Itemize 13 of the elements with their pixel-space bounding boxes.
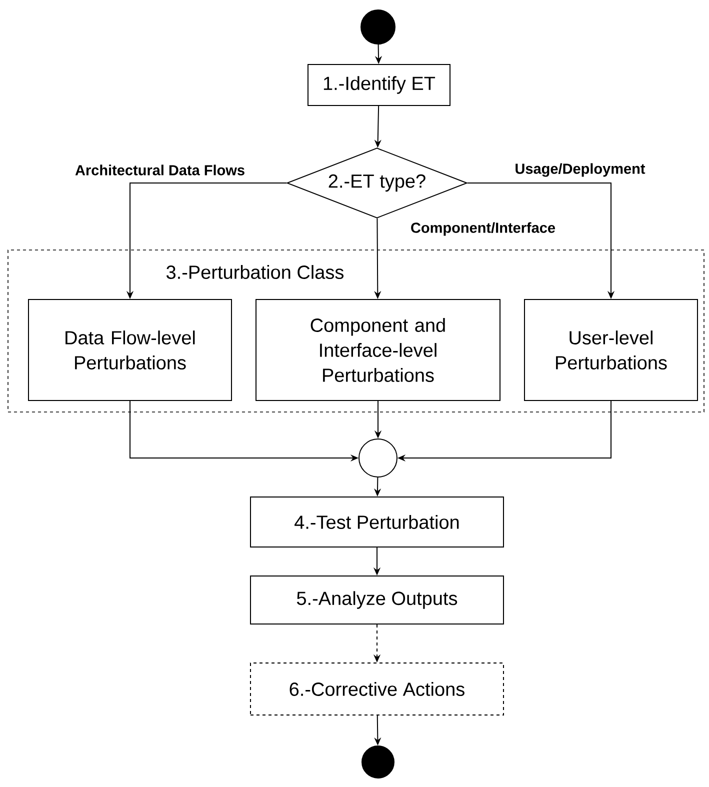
- process-box: User-level Perturbations: [524, 299, 698, 401]
- merge-circle: [358, 438, 398, 478]
- process-box: Component and Interface-level Perturbations: [256, 299, 500, 401]
- process-box: 1.-Identify ET: [308, 64, 450, 106]
- process-box: 6.-Corrective Actions: [250, 662, 504, 716]
- start-end-circle: [362, 746, 394, 778]
- process-box: 4.-Test Perturbation: [250, 496, 504, 548]
- edge-label: Usage/Deployment: [514, 162, 646, 178]
- edge-label: Component/Interface: [410, 221, 556, 237]
- edge-label: Architectural Data Flows: [74, 164, 246, 176]
- start-end-circle: [360, 10, 396, 44]
- process-box: Data Flow-level Perturbations: [28, 299, 232, 401]
- process-box: 5.-Analyze Outputs: [250, 576, 504, 624]
